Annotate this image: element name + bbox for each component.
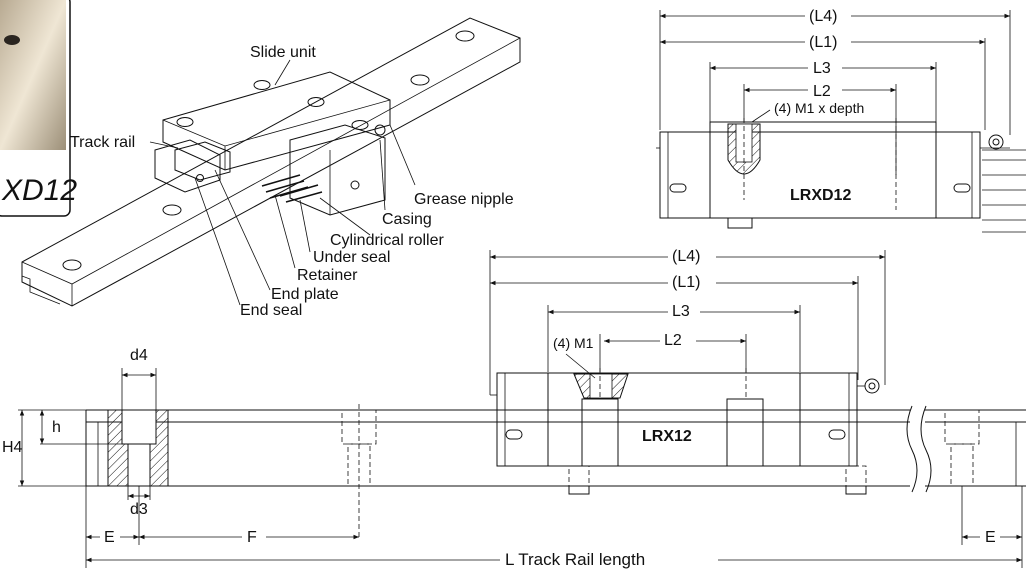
- iso-track-rail: [21, 17, 521, 307]
- label-grease-nipple: Grease nipple: [414, 191, 514, 208]
- lrx-dim-l4: (L4): [672, 248, 700, 265]
- lrxd-view: [656, 4, 1026, 233]
- rail-dim-d4: d4: [130, 347, 148, 364]
- rail-dim-e-left: E: [104, 529, 115, 546]
- lrx-dim-l3: L3: [672, 303, 690, 320]
- rail-hole: [455, 30, 475, 42]
- label-cylindrical-roller: Cylindrical roller: [330, 232, 444, 249]
- label-slide-unit: Slide unit: [250, 44, 316, 61]
- rail-hole: [410, 74, 430, 86]
- label-retainer: Retainer: [297, 267, 358, 284]
- rail-dim-length: L Track Rail length: [505, 550, 645, 569]
- rail-dim-h4: H4: [2, 439, 23, 456]
- label-track-rail: Track rail: [70, 134, 135, 151]
- track-rail-side: [18, 368, 1026, 569]
- rail-hole: [162, 204, 182, 216]
- isometric-view: [21, 17, 521, 307]
- lrx-dim-l2: L2: [664, 332, 682, 349]
- photo-label: XD12: [1, 174, 77, 207]
- lrxd-dim-m1: (4) M1 x depth: [774, 100, 864, 116]
- rail-dim-f: F: [247, 529, 257, 546]
- label-end-plate: End plate: [271, 286, 339, 303]
- iso-cylindrical-roller: [261, 174, 323, 203]
- rail-hole: [62, 259, 82, 271]
- rail-dim-h: h: [52, 419, 61, 436]
- rail-dim-e-right: E: [985, 529, 996, 546]
- lrxd-dim-l1: (L1): [809, 34, 837, 51]
- label-casing: Casing: [382, 211, 432, 228]
- product-photo: XD12: [0, 0, 77, 217]
- rail-dim-d3: d3: [130, 501, 148, 518]
- lrxd-dim-l3: L3: [813, 60, 831, 77]
- lrx-model-label: LRX12: [642, 428, 692, 445]
- lrxd-dim-l2: L2: [813, 83, 831, 100]
- iso-casing: [289, 124, 386, 216]
- lrxd-dim-l4: (L4): [809, 8, 837, 25]
- iso-end-plate: [174, 141, 231, 181]
- lrxd-model-label: LRXD12: [790, 187, 851, 204]
- lrx-dim-l1: (L1): [672, 274, 700, 291]
- label-under-seal: Under seal: [313, 249, 390, 266]
- label-end-seal: End seal: [240, 302, 302, 319]
- lrx-view: [489, 245, 886, 467]
- lrx-dim-m1: (4) M1: [553, 335, 594, 351]
